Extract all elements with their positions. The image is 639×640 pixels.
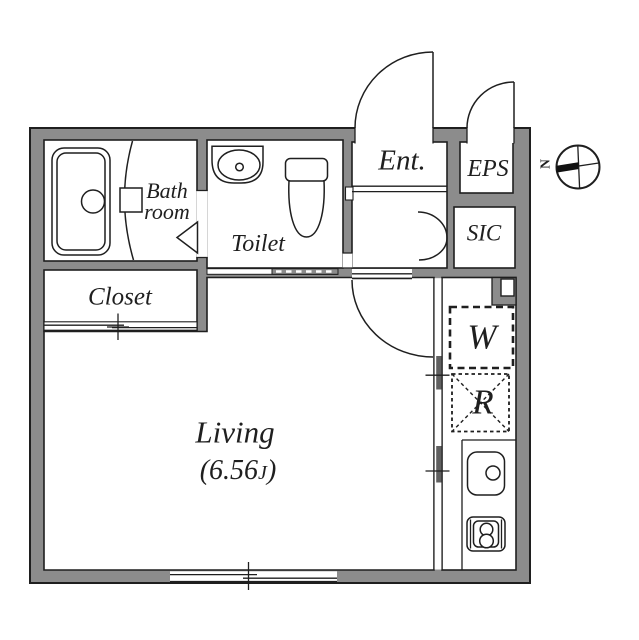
bathroom-label: Bath room xyxy=(144,178,190,224)
faucet-dot-icon xyxy=(234,162,245,172)
burner-icon xyxy=(478,533,495,549)
kitchen-divider-wall xyxy=(425,356,450,483)
sic-label: SIC xyxy=(466,220,502,246)
room-sic xyxy=(453,206,516,269)
wall-notch xyxy=(344,186,354,201)
corner-duct xyxy=(491,276,517,306)
room-eps xyxy=(459,141,514,194)
eps-label: EPS xyxy=(467,156,509,182)
toilet-icon xyxy=(284,157,329,238)
stove-icon xyxy=(466,516,506,552)
entrance-opening xyxy=(355,127,433,143)
bathtub-drain-icon xyxy=(80,189,106,214)
washer-label: W xyxy=(467,317,497,357)
washer-area-box-icon xyxy=(448,305,515,370)
compass-icon xyxy=(555,144,601,190)
kitchen-divider-gap xyxy=(434,278,442,570)
wall-openings xyxy=(196,127,515,269)
bathroom-label-line1: Bath xyxy=(146,178,188,203)
duct-box-icon xyxy=(500,278,515,297)
bathtub-icon xyxy=(51,147,111,256)
window-symbol xyxy=(170,562,337,590)
bathroom-door-triangle-icon xyxy=(175,220,199,255)
living-area-label: (6.56J) xyxy=(200,457,277,485)
bath-mixer-box-icon xyxy=(119,187,143,213)
living-area-suffix: ) xyxy=(266,455,277,486)
living-area-unit: J xyxy=(258,462,267,484)
compass-needle-icon xyxy=(556,162,579,173)
living-label: Living xyxy=(195,414,275,450)
entrance-label: Ent. xyxy=(378,144,426,177)
living-door-arc xyxy=(351,279,434,358)
hall-doorway-gap xyxy=(342,253,353,268)
refrigerator-area-box-icon xyxy=(451,373,510,433)
room-entrance-hall xyxy=(351,141,448,269)
eps-door-arc xyxy=(466,81,515,129)
refrigerator-label: R xyxy=(472,382,494,422)
living-area-prefix: (6.56 xyxy=(199,455,259,486)
compass-north-label: N xyxy=(537,159,553,169)
room-living xyxy=(43,276,435,571)
toilet-tank-icon xyxy=(284,157,329,182)
closet-label: Closet xyxy=(88,283,152,311)
toilet-sliding-door xyxy=(206,268,339,275)
kitchen-counter xyxy=(461,439,516,570)
toilet-label: Toilet xyxy=(231,231,285,257)
bathroom-doorway-gap xyxy=(196,190,208,258)
hall-living-threshold xyxy=(352,269,412,280)
kitchen-sink-icon xyxy=(466,451,506,496)
closet-sliding-door xyxy=(43,313,198,340)
room-outlines xyxy=(43,139,517,571)
entrance-door-arc xyxy=(354,51,434,129)
bathroom-door-curve xyxy=(119,140,199,261)
eps-opening xyxy=(467,127,514,143)
washbasin-icon xyxy=(211,145,264,184)
sic-folding-doors xyxy=(417,211,448,261)
entry-step-lines xyxy=(352,185,447,193)
bathroom-label-line2: room xyxy=(144,199,190,224)
sink-drain-icon xyxy=(485,465,501,481)
